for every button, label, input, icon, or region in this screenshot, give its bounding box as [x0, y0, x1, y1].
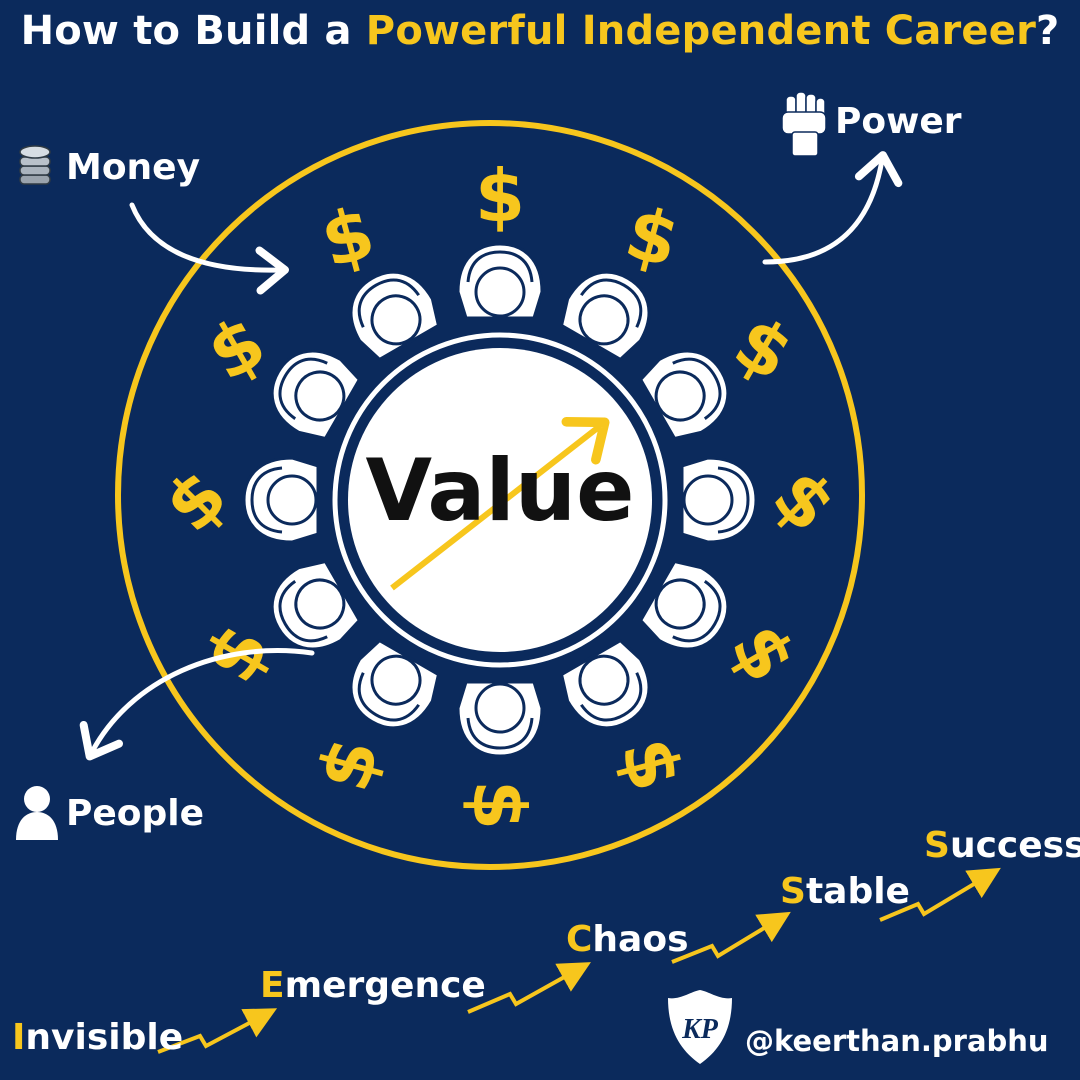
- raised-fist-icon: [781, 91, 827, 157]
- stage-stable: Stable: [780, 871, 910, 912]
- logo: KP: [668, 990, 732, 1064]
- page-title: How to Build a Powerful Independent Care…: [0, 8, 1080, 54]
- power-arrow: [762, 151, 903, 265]
- coin-stack-icon: [19, 145, 51, 185]
- stage-invisible: Invisible: [12, 1017, 184, 1058]
- money-arrow: [129, 202, 289, 295]
- logo-monogram: KP: [681, 1014, 719, 1045]
- people-arrow: [79, 648, 315, 761]
- title-highlight: Powerful Independent Career: [365, 8, 1037, 54]
- chair: [456, 680, 544, 758]
- dollar-sign: $: [475, 154, 525, 238]
- chair: [242, 456, 320, 544]
- stage-arrow-2: [467, 962, 591, 1014]
- chair: [270, 559, 362, 651]
- stage-arrow-4: [879, 867, 1001, 922]
- chair: [349, 270, 441, 362]
- author-handle: @keerthan.prabhu: [745, 1024, 1049, 1058]
- stage-arrow-1: [157, 1008, 278, 1054]
- people-label: People: [66, 793, 205, 834]
- chair: [270, 349, 362, 441]
- stage-arrows: [157, 867, 1001, 1054]
- stage-emergence: Emergence: [260, 965, 486, 1006]
- title-suffix: ?: [1036, 8, 1060, 54]
- chair: [456, 242, 544, 320]
- outer-ring: [115, 120, 865, 870]
- chair: [638, 349, 730, 441]
- center-value-label: Value: [365, 441, 635, 541]
- growth-arrow: [390, 417, 610, 591]
- dollar-sign: $: [313, 190, 383, 284]
- person-icon: [16, 786, 58, 840]
- chair: [680, 456, 758, 544]
- dollar-sign: $: [604, 729, 698, 799]
- title-prefix: How to Build a: [20, 8, 366, 54]
- dollar-sign: $: [721, 299, 806, 397]
- chair: [559, 270, 651, 362]
- chair: [638, 559, 730, 651]
- chair: [559, 638, 651, 730]
- dollar-sign: $: [194, 299, 279, 397]
- dollar-sign: $: [714, 610, 812, 695]
- dollar-sign: $: [617, 190, 687, 284]
- stage-arrow-3: [671, 911, 791, 964]
- stage-success: Success: [924, 825, 1080, 866]
- chair: [349, 638, 441, 730]
- stage-chaos: Chaos: [566, 919, 689, 960]
- money-label: Money: [66, 147, 201, 188]
- dollar-sign: $: [148, 453, 243, 548]
- chair-ring: [242, 242, 758, 758]
- dollar-sign: $: [301, 729, 395, 799]
- dollar-sign: $: [457, 780, 541, 830]
- power-label: Power: [835, 101, 962, 142]
- dollar-sign: $: [757, 453, 852, 548]
